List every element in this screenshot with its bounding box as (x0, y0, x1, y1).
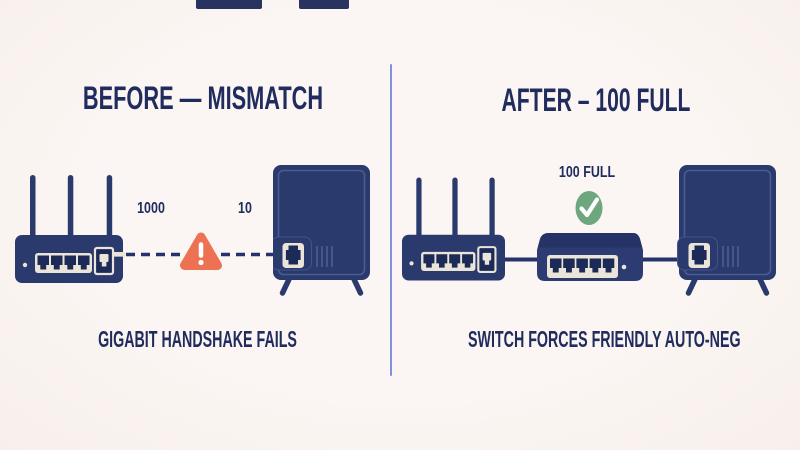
speed-label-10: 10 (238, 200, 252, 217)
before-title: BEFORE — MISMATCH (82, 80, 324, 116)
top-cropped-bar-left (196, 0, 262, 9)
router-icon (15, 175, 123, 283)
switch-icon (537, 233, 643, 281)
top-cropped-bar-right (299, 0, 349, 9)
after-title: AFTER – 100 FULL (501, 82, 691, 118)
tv-device-icon (678, 165, 777, 293)
before-caption: GIGABIT HANDSHAKE FAILS (98, 326, 297, 352)
check-icon (575, 191, 603, 225)
panel-divider (390, 64, 392, 376)
after-caption: SWITCH FORCES FRIENDLY AUTO-NEG (468, 326, 741, 352)
speed-label-100-full: 100 FULL (558, 164, 616, 181)
cable-plug-stub (112, 252, 126, 257)
router-icon (402, 178, 505, 281)
tv-device-icon (272, 165, 371, 293)
warning-icon (180, 232, 222, 270)
before-illustration (15, 165, 370, 293)
speed-label-1000: 1000 (137, 200, 165, 217)
after-illustration (402, 165, 776, 293)
